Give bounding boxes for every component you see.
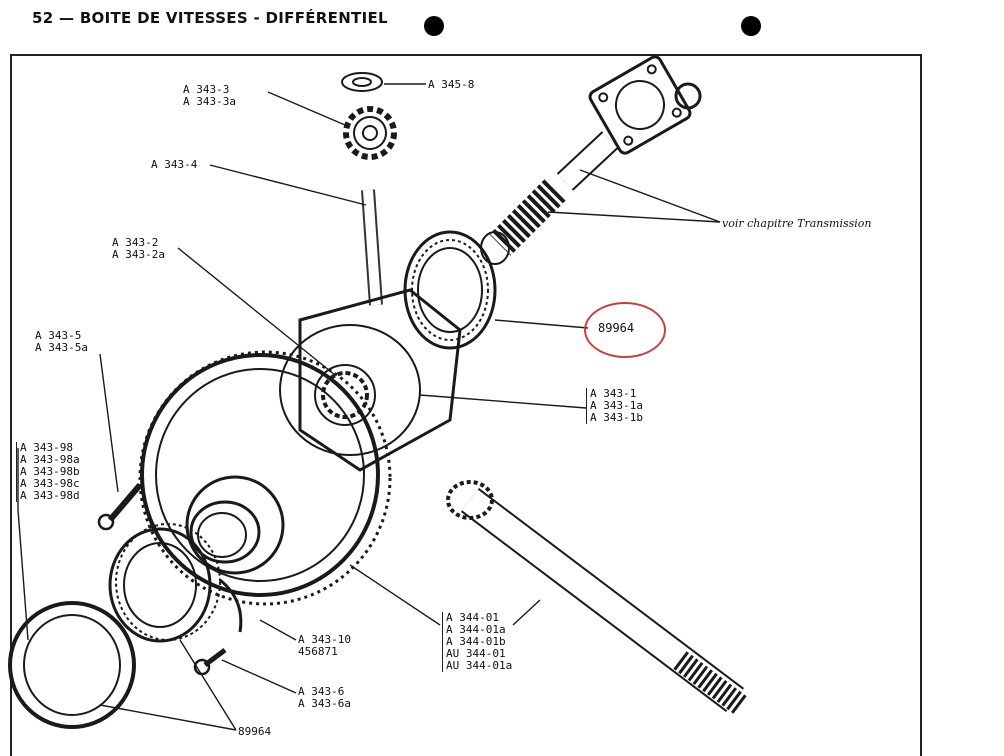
binder-hole xyxy=(424,16,444,36)
label-a343-2: A 343-2 xyxy=(112,236,159,249)
label-a343-6: A 343-6 xyxy=(298,685,345,698)
small-screw xyxy=(193,648,227,676)
label-a343-1: A 343-1 xyxy=(590,387,637,400)
label-a343-1a: A 343-1a xyxy=(590,399,643,412)
label-a343-98: A 343-98 xyxy=(20,441,73,454)
label-a343-98b: A 343-98b xyxy=(20,465,80,478)
differential-carrier xyxy=(279,288,462,472)
label-au344-01: AU 344-01 xyxy=(446,647,506,660)
label-a344-01a: A 344-01a xyxy=(446,623,506,636)
label-voir-transmission: voir chapitre Transmission xyxy=(722,217,872,230)
page-title: 52 — BOITE DE VITESSES - DIFFÉRENTIEL xyxy=(32,9,388,27)
satellite-shaft xyxy=(361,189,383,306)
label-a343-4: A 343-4 xyxy=(151,158,198,171)
bolt xyxy=(97,483,143,531)
label-89964-bottom: 89964 xyxy=(238,725,272,738)
label-a343-5: A 343-5 xyxy=(35,329,82,342)
label-a343-98c: A 343-98c xyxy=(20,477,80,490)
taper-bearing xyxy=(108,523,221,643)
label-a343-6a: A 343-6a xyxy=(298,697,351,710)
label-a343-98a: A 343-98a xyxy=(20,453,80,466)
label-group-a343-1: A 343-1 A 343-1a A 343-1b xyxy=(586,388,643,424)
label-a343-3: A 343-3 xyxy=(183,83,230,96)
drawing-frame xyxy=(10,54,922,756)
label-a343-10: A 343-10 xyxy=(298,633,351,646)
leader-lines xyxy=(17,83,721,731)
highlight-circle xyxy=(584,302,666,358)
drive-pinion-shaft xyxy=(446,480,747,714)
label-89964-top: 89964 xyxy=(598,321,635,335)
binder-hole xyxy=(741,16,761,36)
label-group-a343-98: A 343-98 A 343-98a A 343-98b A 343-98c A… xyxy=(16,442,80,502)
label-au344-01a: AU 344-01a xyxy=(446,659,513,672)
label-a343-5a: A 343-5a xyxy=(35,341,88,354)
pinion-gear xyxy=(343,106,397,160)
label-a345-8: A 345-8 xyxy=(428,78,475,91)
crown-wheel xyxy=(138,350,392,606)
label-a344-01: A 344-01 xyxy=(446,611,499,624)
thrust-washer xyxy=(341,72,383,92)
bearing-race xyxy=(8,601,136,729)
output-shaft xyxy=(480,131,619,265)
label-a343-98d: A 343-98d xyxy=(20,489,80,502)
label-group-a344-01: A 344-01 A 344-01a A 344-01b AU 344-01 A… xyxy=(442,612,512,672)
label-a344-01b: A 344-01b xyxy=(446,635,506,648)
label-456871: 456871 xyxy=(298,645,338,658)
label-a343-1b: A 343-1b xyxy=(590,411,643,424)
lock-plate xyxy=(219,578,243,633)
upper-bearing xyxy=(403,230,497,350)
label-a343-3a: A 343-3a xyxy=(183,95,236,108)
output-flange xyxy=(588,55,692,155)
label-a343-2a: A 343-2a xyxy=(112,248,165,261)
